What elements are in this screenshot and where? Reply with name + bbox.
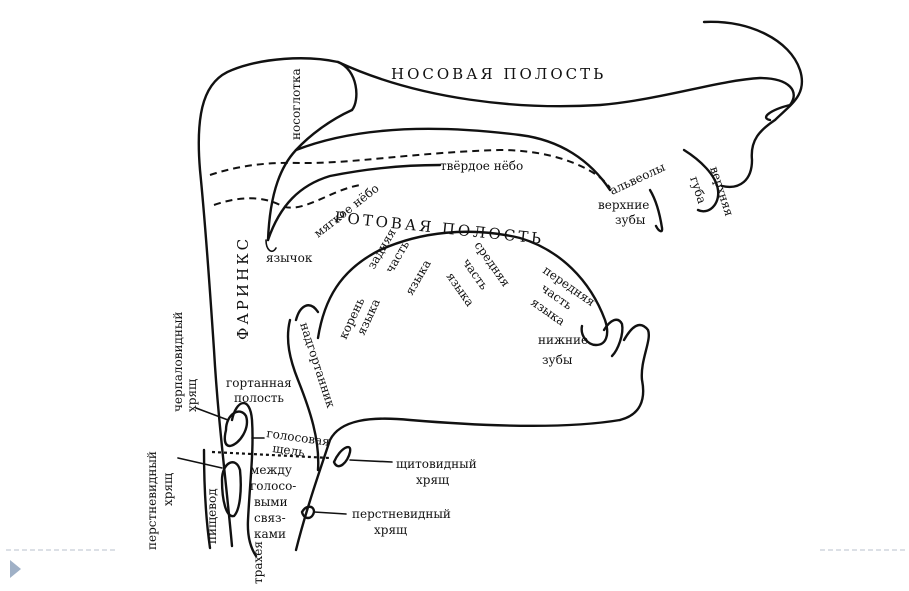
label-thyroid-1: щитовидный <box>396 457 477 471</box>
label-between-3: выми <box>254 495 288 509</box>
label-oral-cavity: РОТОВАЯ ПОЛОСТЬ <box>334 208 545 248</box>
label-between-5: ками <box>254 527 286 541</box>
label-esophagus: пищевод <box>205 488 219 544</box>
leader-cricoid-left <box>178 458 222 468</box>
label-thyroid-2: хрящ <box>416 473 449 487</box>
label-between-4: связ- <box>254 511 286 525</box>
label-between-1: между <box>250 463 292 477</box>
uvula <box>266 240 276 251</box>
label-soft-palate: мягкое нёбо <box>311 181 381 240</box>
label-larynx-cavity-2: полость <box>234 391 284 405</box>
label-larynx-cavity-1: гортанная <box>226 376 292 390</box>
label-lower-teeth-2: зубы <box>542 353 573 367</box>
label-lower-teeth-1: нижние <box>538 333 588 347</box>
upper-teeth <box>650 190 662 231</box>
vocal-fold-upper <box>225 412 247 446</box>
label-arytenoid-2: хрящ <box>185 379 199 412</box>
thyroid-cartilage <box>334 447 350 466</box>
label-alveoli: альвеолы <box>607 160 667 198</box>
leader-arytenoid <box>196 408 228 420</box>
label-cricoid-left-1: перстневидный <box>145 451 159 550</box>
tongue-root <box>296 305 318 320</box>
label-pharynx: ФАРИНКС <box>234 236 252 340</box>
label-nasal-cavity: НОСОВАЯ ПОЛОСТЬ <box>391 65 606 83</box>
label-nasopharynx: носоглотка <box>289 68 303 140</box>
label-hard-palate: твёрдое нёбо <box>440 159 523 173</box>
label-upper-teeth-2: зубы <box>615 213 646 227</box>
slide-arrow-icon[interactable] <box>10 560 21 578</box>
label-upper-lip-2: губа <box>687 175 709 206</box>
label-arytenoid-1: черпаловидный <box>171 312 185 412</box>
label-upper-teeth-1: верхние <box>598 198 649 212</box>
label-cricoid-2: хрящ <box>374 523 407 537</box>
label-cricoid-left-2: хрящ <box>161 473 175 506</box>
lower-lip-chin <box>620 325 649 420</box>
label-trachea: трахея <box>251 541 265 584</box>
label-back-tongue-3: языка <box>402 257 433 297</box>
label-uvula: язычок <box>266 251 313 265</box>
label-between-2: голосо- <box>250 479 296 493</box>
leader-thyroid <box>350 460 392 462</box>
leader-cricoid <box>314 512 346 514</box>
nose-outline <box>704 22 802 187</box>
soft-palate-dashed <box>210 150 610 188</box>
neck-front <box>296 419 620 550</box>
label-cricoid-1: перстневидный <box>352 507 451 521</box>
